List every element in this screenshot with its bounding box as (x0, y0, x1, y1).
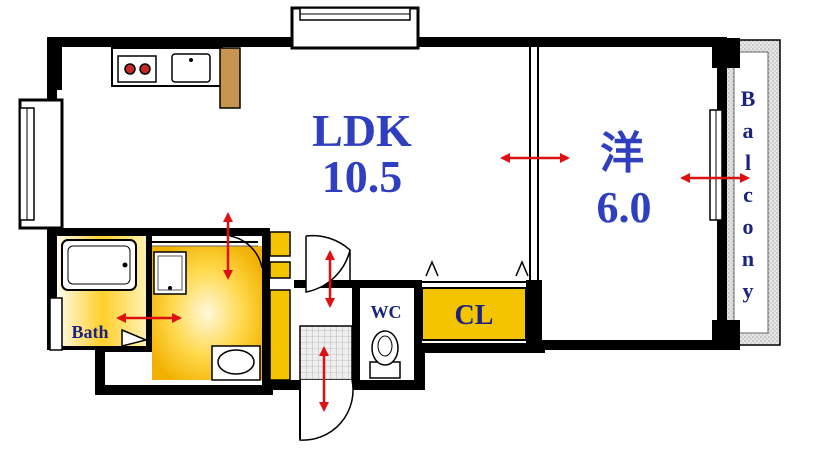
balcony-letter: l (745, 150, 751, 175)
bathroom (49, 236, 146, 351)
entrance (299, 325, 354, 441)
toilet-label: WC (371, 302, 402, 322)
ldk-size: 10.5 (322, 151, 403, 202)
balcony-letter: n (742, 246, 754, 271)
closet (421, 281, 527, 341)
balcony-letter: o (743, 214, 754, 239)
balcony-letter: y (743, 278, 754, 303)
balcony-letter: c (743, 182, 753, 207)
balcony-window (709, 109, 723, 221)
balcony-letter: B (741, 86, 756, 111)
bay-window-top (290, 6, 420, 50)
western-room-size: 6.0 (597, 183, 652, 232)
balcony (721, 39, 781, 346)
bay-window-left (18, 98, 64, 230)
traffic-arrows (116, 153, 750, 412)
toilet-room (360, 288, 414, 380)
ldk-name: LDK (312, 105, 412, 156)
wet-area-walls (269, 231, 291, 381)
room-partition (526, 47, 542, 348)
bath-label: Bath (71, 322, 108, 342)
washroom (152, 241, 262, 381)
western-room-name: 洋 (600, 129, 644, 178)
balcony-letter: a (743, 118, 754, 143)
closet-label: CL (455, 300, 494, 331)
kitchen-counter (111, 47, 241, 109)
